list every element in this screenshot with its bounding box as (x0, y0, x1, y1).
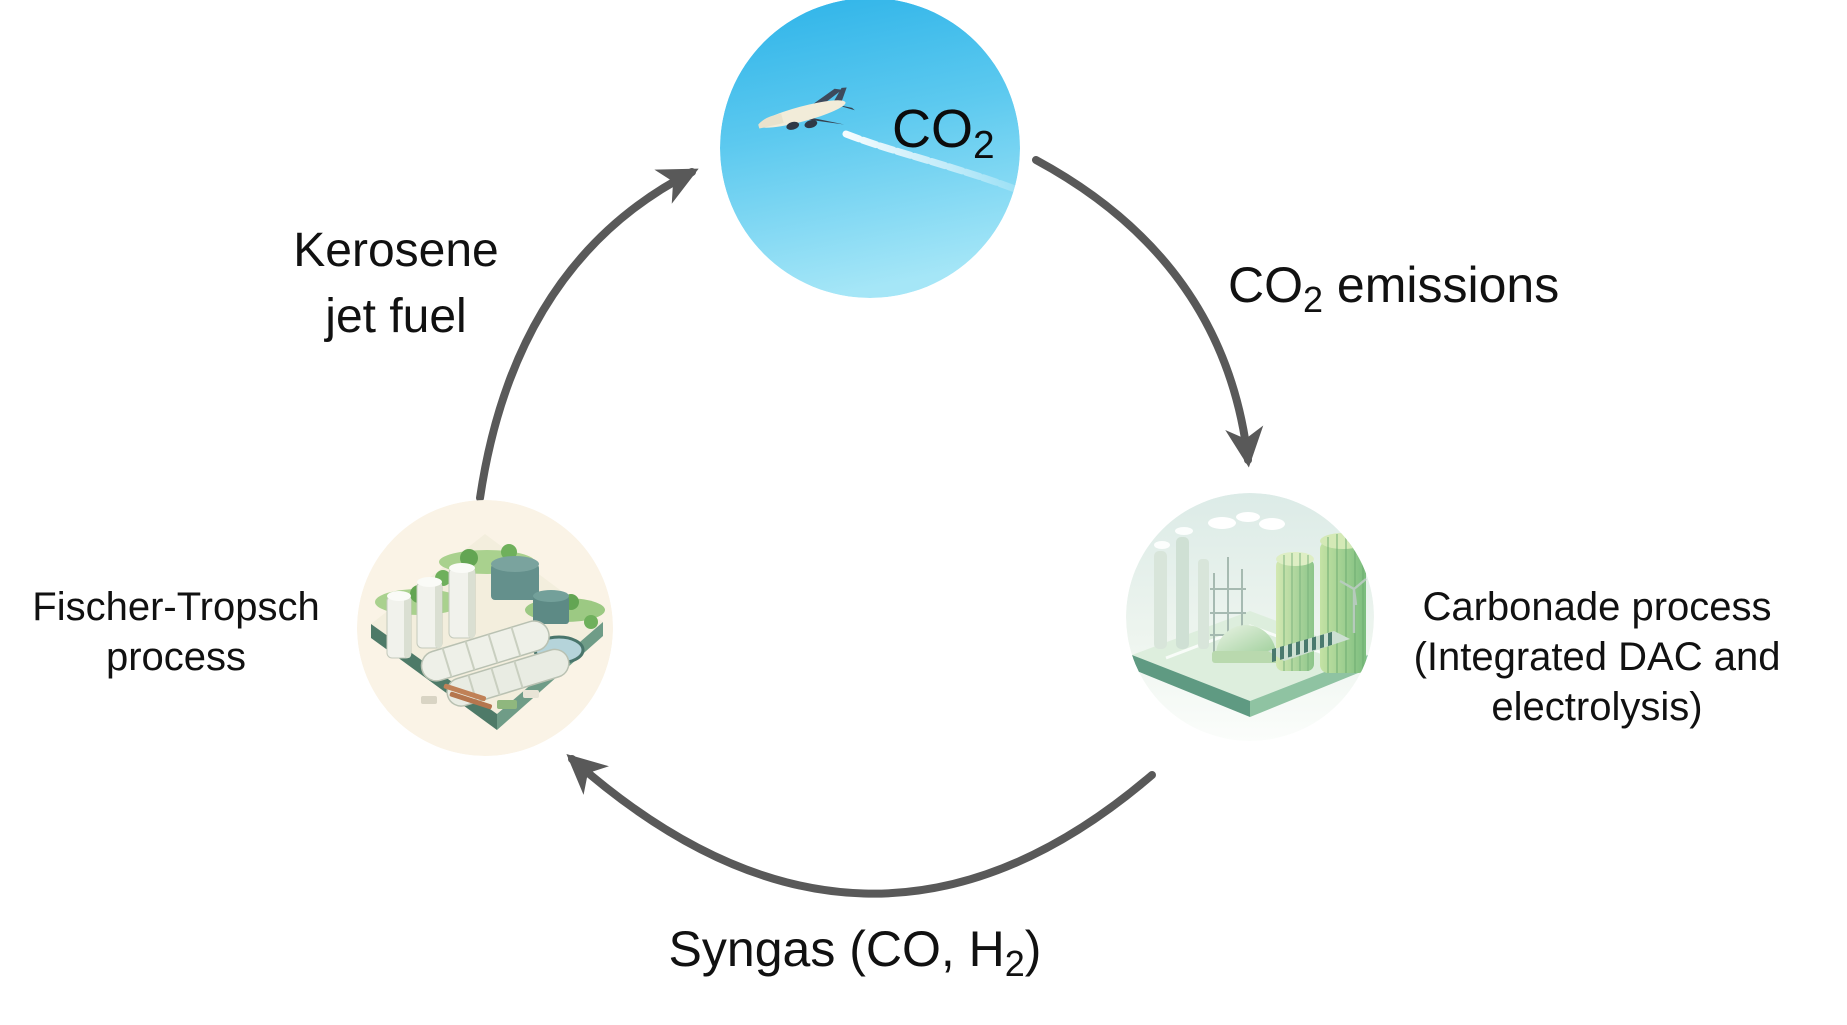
label-carbonade-process: Carbonade process (Integrated DAC and el… (1413, 585, 1781, 729)
node-carbonade (1126, 493, 1374, 741)
co2-node-label: CO2 (892, 99, 995, 167)
airplane-sky-icon (720, 0, 1020, 298)
arrow-kerosene (476, 168, 699, 502)
fischer-tropsch-plant-icon (357, 500, 613, 756)
label-co2-emissions: CO2 emissions (1228, 257, 1560, 321)
airplane-icon (758, 87, 855, 130)
arrow-syngas (566, 754, 1156, 898)
syngas-subscript: 2 (1004, 943, 1025, 985)
electrolyzer-stack (1268, 631, 1350, 663)
wind-turbine-icon (1339, 578, 1367, 633)
label-syngas: Syngas (CO, H2) (668, 921, 1042, 985)
node-fischer-tropsch (357, 500, 613, 756)
arrow-co2-emissions (1032, 156, 1264, 468)
label-fischer-tropsch: Fischer-Tropsch process (32, 585, 320, 679)
label-kerosene-jet-fuel: Kerosene jet fuel (293, 224, 499, 344)
chimneys (1154, 527, 1209, 649)
co2-subscript: 2 (973, 123, 995, 167)
yard-details (421, 683, 539, 710)
silos (386, 563, 476, 659)
node-aircraft: CO2 (720, 0, 1020, 298)
contrail (842, 130, 1020, 194)
co2-emissions-subscript: 2 (1303, 279, 1324, 321)
dac-electrolysis-plant-icon (1126, 493, 1374, 741)
storage-tanks (491, 556, 569, 624)
horizontal-vessels (420, 620, 570, 707)
